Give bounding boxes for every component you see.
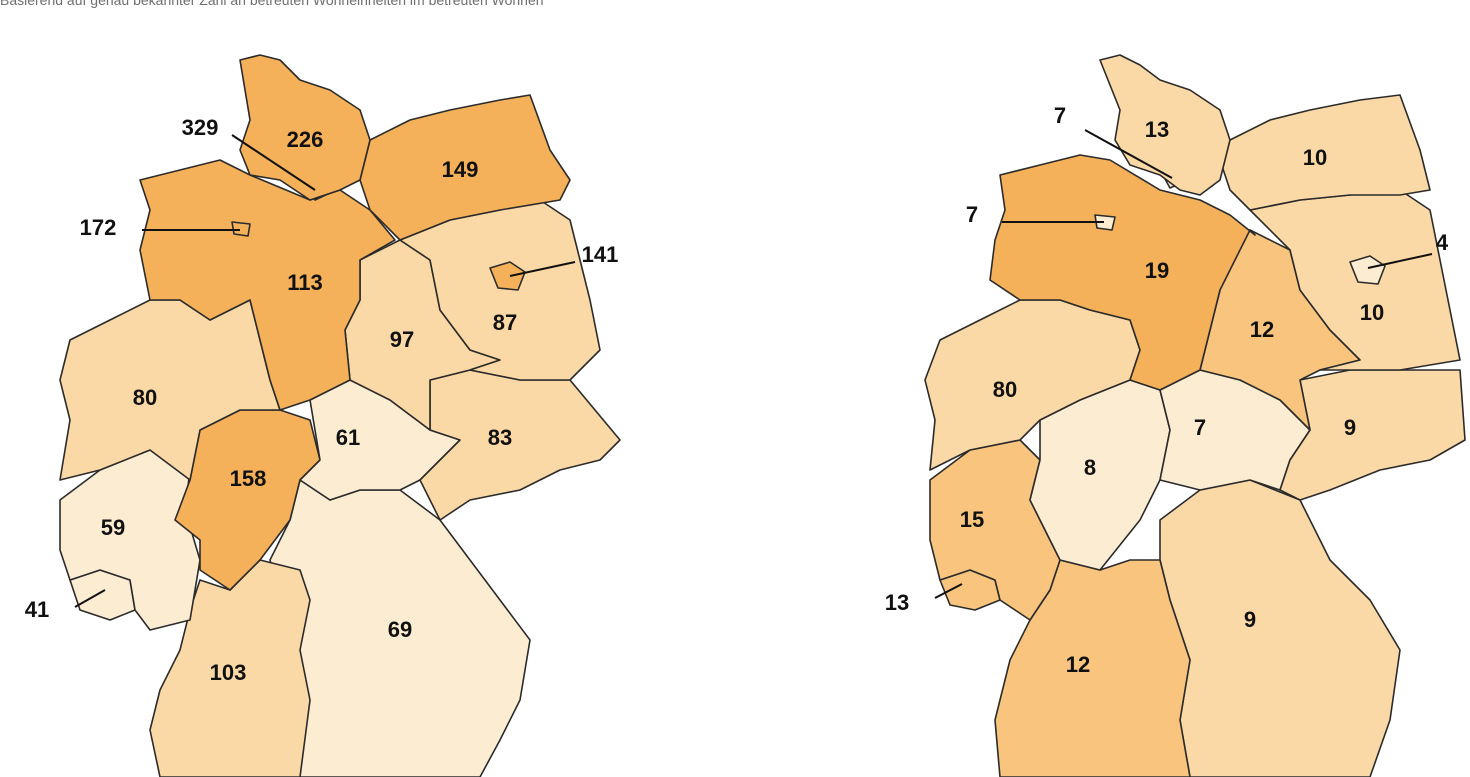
label-bremen: 7 — [966, 202, 978, 227]
state-mecklenburg-vorpommern — [1219, 94, 1431, 211]
state-baden-wuerttemberg — [994, 559, 1191, 777]
leader-hamburg — [1084, 129, 1173, 179]
label-bayern: 9 — [1244, 607, 1256, 632]
leader-saarland — [934, 583, 963, 599]
state-berlin — [1349, 255, 1386, 285]
label-mecklenburg-vorpommern: 149 — [442, 157, 479, 182]
state-bayern — [1159, 479, 1401, 777]
value-labels: 13 7 10 7 19 4 10 12 80 8 7 9 15 13 9 12 — [885, 103, 1449, 677]
label-sachsen: 83 — [488, 425, 512, 450]
leader-berlin — [1367, 253, 1433, 269]
germany-map-right: 13 7 10 7 19 4 10 12 80 8 7 9 15 13 9 12 — [885, 54, 1466, 777]
label-nordrhein-westfalen: 80 — [133, 385, 157, 410]
leader-lines — [74, 134, 576, 608]
state-shapes — [924, 54, 1466, 777]
state-mecklenburg-vorpommern — [359, 94, 571, 241]
state-hessen — [174, 409, 321, 591]
label-hamburg: 7 — [1054, 103, 1066, 128]
label-bayern: 69 — [388, 617, 412, 642]
label-niedersachsen: 19 — [1145, 258, 1169, 283]
label-hamburg: 329 — [182, 115, 219, 140]
state-niedersachsen — [139, 159, 396, 411]
label-mecklenburg-vorpommern: 10 — [1303, 145, 1327, 170]
leader-hamburg — [231, 134, 316, 191]
state-bremen — [1094, 214, 1116, 231]
leader-lines — [934, 129, 1433, 599]
label-berlin: 141 — [582, 242, 619, 267]
state-berlin — [489, 261, 526, 291]
state-schleswig-holstein — [239, 54, 371, 201]
state-schleswig-holstein — [1099, 54, 1231, 196]
label-baden-wuerttemberg: 103 — [210, 660, 247, 685]
germany-map-left: 226 329 149 172 113 141 87 97 80 158 61 … — [25, 54, 621, 777]
label-berlin: 4 — [1436, 230, 1449, 255]
label-baden-wuerttemberg: 12 — [1066, 652, 1090, 677]
label-nordrhein-westfalen: 80 — [993, 377, 1017, 402]
label-brandenburg: 10 — [1360, 300, 1384, 325]
label-hessen: 158 — [230, 466, 267, 491]
label-bremen: 172 — [80, 215, 117, 240]
label-sachsen-anhalt: 97 — [390, 327, 414, 352]
label-thueringen: 7 — [1194, 415, 1206, 440]
label-hessen: 8 — [1084, 455, 1096, 480]
label-brandenburg: 87 — [493, 310, 517, 335]
label-schleswig-holstein: 13 — [1145, 117, 1169, 142]
label-thueringen: 61 — [336, 425, 360, 450]
label-saarland: 41 — [25, 597, 49, 622]
leader-saarland — [74, 589, 106, 608]
state-niedersachsen — [989, 154, 1256, 391]
leader-berlin — [509, 261, 576, 277]
label-niedersachsen: 113 — [287, 270, 323, 295]
label-sachsen-anhalt: 12 — [1250, 317, 1274, 342]
state-sachsen — [1279, 369, 1466, 501]
label-schleswig-holstein: 226 — [287, 127, 324, 152]
label-saarland: 13 — [885, 590, 909, 615]
label-rheinland-pfalz: 15 — [960, 507, 984, 532]
label-rheinland-pfalz: 59 — [101, 515, 125, 540]
label-sachsen: 9 — [1344, 415, 1356, 440]
value-labels: 226 329 149 172 113 141 87 97 80 158 61 … — [25, 115, 619, 685]
state-shapes — [59, 54, 621, 777]
map-caption: Basierend auf genau bekannter Zahl an be… — [0, 0, 544, 8]
state-rheinland-pfalz — [929, 439, 1061, 621]
